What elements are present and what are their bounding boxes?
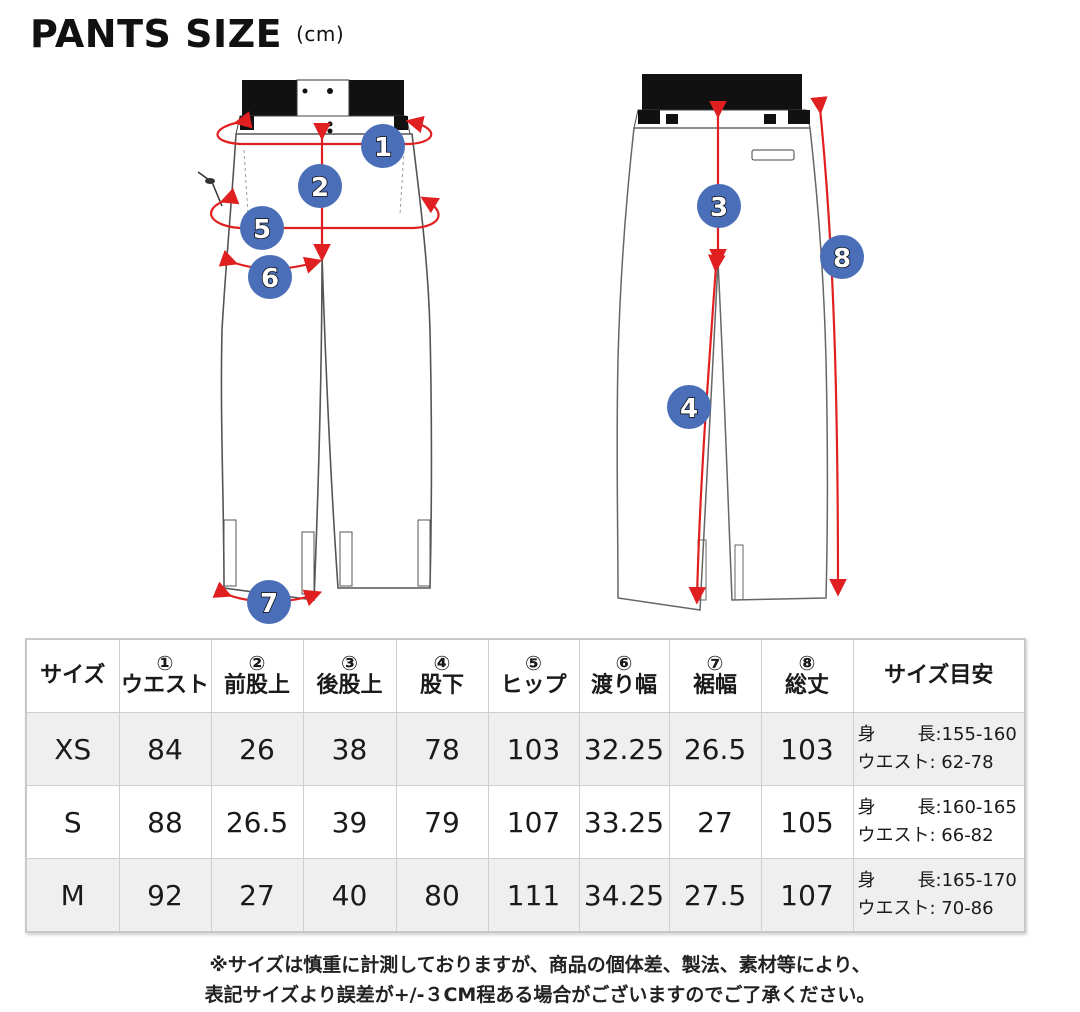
svg-text:4: 4 — [680, 394, 698, 424]
cell-hip: 107 — [487, 785, 580, 859]
cell-back-rise: 40 — [302, 858, 397, 933]
cell-inseam: 79 — [395, 785, 489, 859]
cell-waist: 84 — [118, 712, 212, 786]
cell-total-length: 103 — [760, 712, 854, 786]
cell-hip: 103 — [487, 712, 580, 786]
header-size-guide: サイズ目安 — [852, 638, 1026, 713]
unit-label: (cm) — [296, 22, 345, 46]
cell-front-rise: 26.5 — [210, 785, 304, 859]
cell-hem-width: 26.5 — [668, 712, 762, 786]
badge-4: 4 — [667, 385, 711, 429]
cell-total-length: 105 — [760, 785, 854, 859]
disclaimer-line-1: ※サイズは慎重に計測しておりますが、商品の個体差、製法、素材等により、 — [209, 954, 871, 976]
title-text: PANTS SIZE — [30, 12, 283, 56]
svg-text:1: 1 — [374, 133, 392, 163]
cell-hem-width: 27.5 — [668, 858, 762, 933]
cell-size-guide: 身長:155-160 ウエスト: 62-78 — [852, 712, 1026, 786]
badge-2: 2 — [298, 164, 342, 208]
cell-thigh-width: 34.25 — [578, 858, 670, 933]
cell-waist: 88 — [118, 785, 212, 859]
badge-7: 7 — [247, 580, 291, 624]
back-view-badges: 3 4 8 — [667, 184, 864, 429]
svg-text:7: 7 — [260, 589, 278, 619]
cell-front-rise: 27 — [210, 858, 304, 933]
cell-back-rise: 39 — [302, 785, 397, 859]
svg-text:8: 8 — [833, 244, 851, 274]
svg-text:3: 3 — [710, 193, 728, 223]
header-size: サイズ — [25, 638, 120, 713]
cell-size-guide: 身長:160-165 ウエスト: 66-82 — [852, 785, 1026, 859]
badge-1: 1 — [361, 124, 405, 168]
cell-hip: 111 — [487, 858, 580, 933]
cell-size: XS — [25, 712, 120, 786]
page-title: PANTS SIZE (cm) — [30, 12, 344, 56]
badge-6: 6 — [248, 255, 292, 299]
front-view-badges: 1 2 5 6 7 — [240, 124, 405, 624]
cell-total-length: 107 — [760, 858, 854, 933]
cell-inseam: 80 — [395, 858, 489, 933]
cell-inseam: 78 — [395, 712, 489, 786]
table-row-m: M 92 27 40 80 111 34.25 27.5 107 身長:165-… — [25, 858, 1026, 933]
pants-measurement-diagram: 1 2 5 6 7 3 4 8 — [197, 74, 864, 624]
badge-5: 5 — [240, 206, 284, 250]
cell-size-guide: 身長:165-170 ウエスト: 70-86 — [852, 858, 1026, 933]
cell-thigh-width: 33.25 — [578, 785, 670, 859]
cell-hem-width: 27 — [668, 785, 762, 859]
back-view-pants — [616, 74, 829, 611]
cell-back-rise: 38 — [302, 712, 397, 786]
svg-text:5: 5 — [253, 215, 271, 245]
cell-waist: 92 — [118, 858, 212, 933]
svg-text:2: 2 — [311, 173, 329, 203]
cell-front-rise: 26 — [210, 712, 304, 786]
disclaimer-line-2: 表記サイズより誤差が+/-３CM程ある場合がございますのでご了承ください。 — [204, 984, 876, 1006]
svg-text:6: 6 — [261, 264, 279, 294]
cell-size: S — [25, 785, 120, 859]
cell-size: M — [25, 858, 120, 933]
table-row-xs: XS 84 26 38 78 103 32.25 26.5 103 身長:155… — [25, 712, 1026, 786]
badge-8: 8 — [820, 235, 864, 279]
badge-3: 3 — [697, 184, 741, 228]
table-row-s: S 88 26.5 39 79 107 33.25 27 105 身長:160-… — [25, 785, 1026, 859]
cell-thigh-width: 32.25 — [578, 712, 670, 786]
